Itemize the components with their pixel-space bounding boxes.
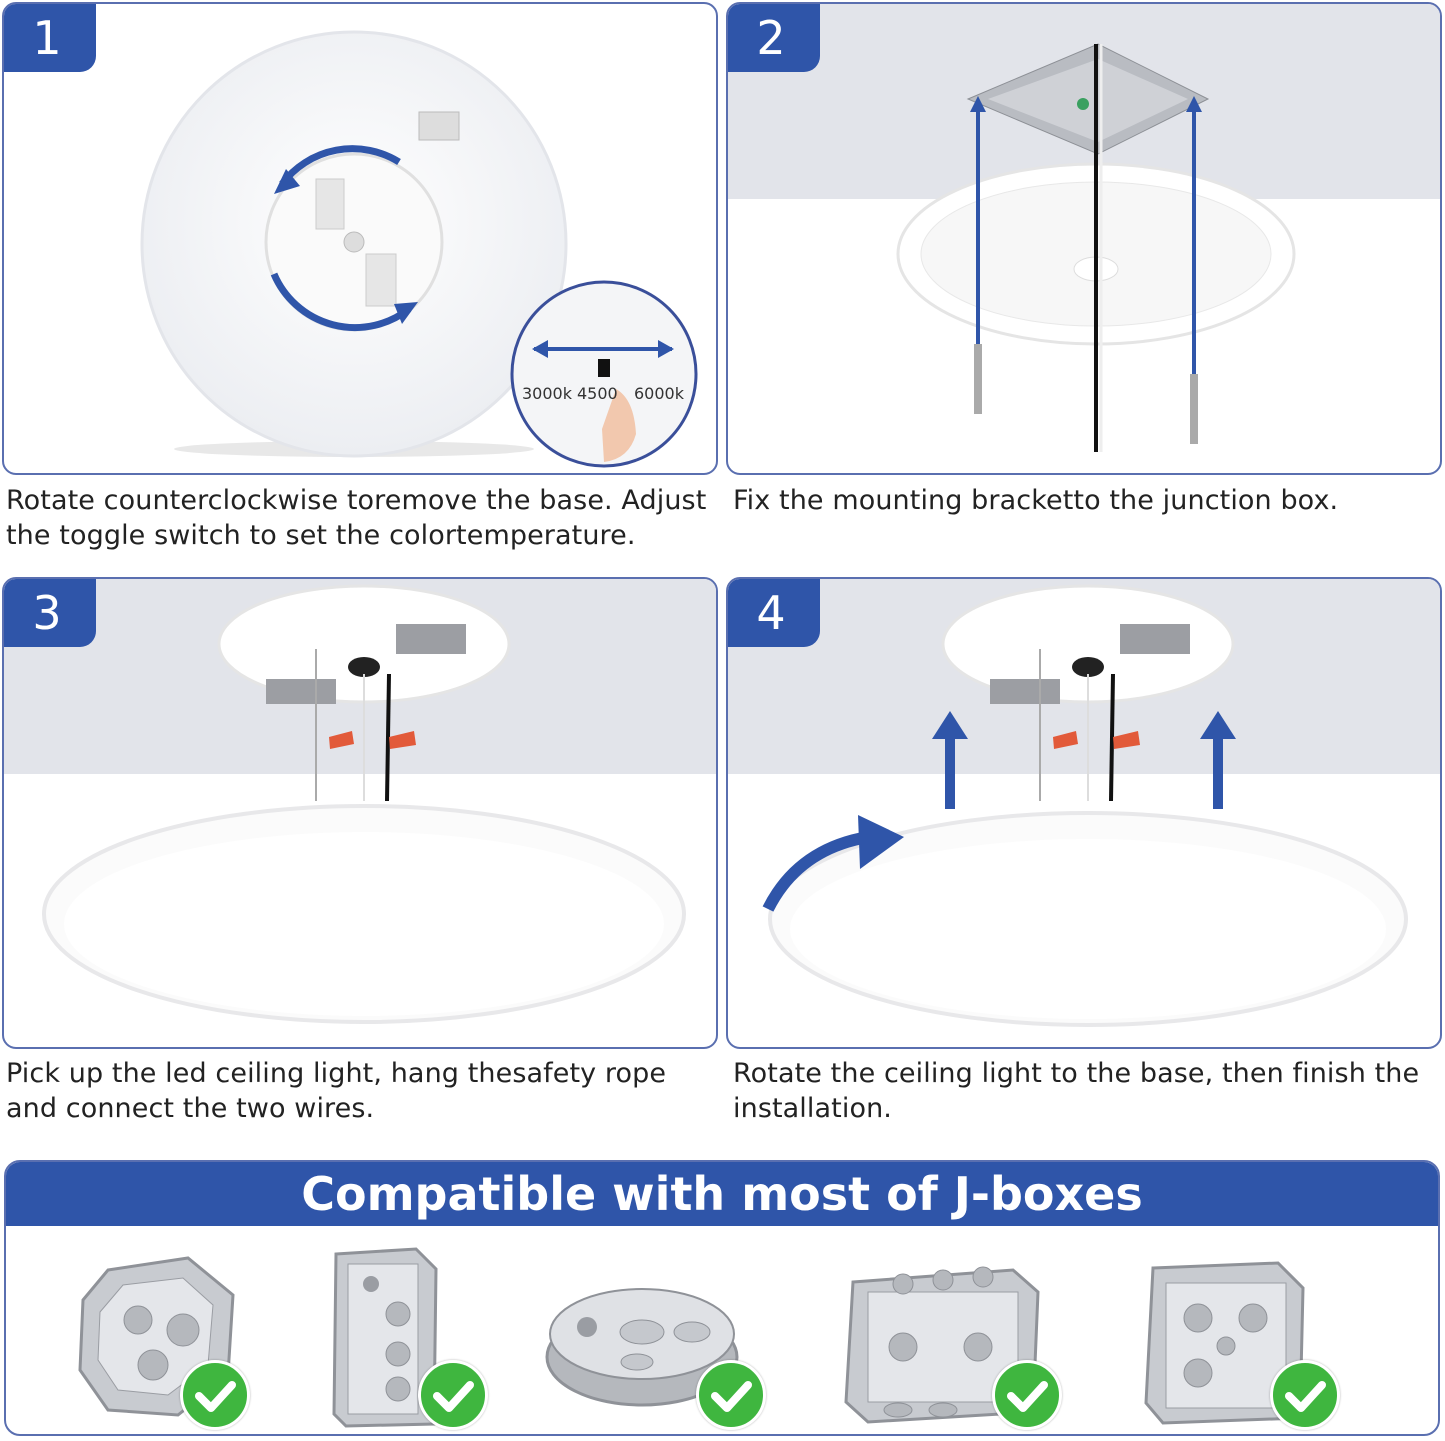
step-number-badge: 4 [728,579,820,647]
check-icon [418,1360,488,1430]
check-icon [696,1360,766,1430]
temp-3000k-label: 3000k [522,384,572,403]
check-icon [180,1360,250,1430]
step-2-illustration [728,4,1440,452]
step-4-illustration [728,579,1440,1027]
check-icon [992,1360,1062,1430]
single-gang-jbox-icon [332,1247,438,1428]
step-2-panel: 2 [726,2,1442,475]
double-gang-jbox-icon [844,1266,1040,1424]
check-icon [1270,1360,1340,1430]
jbox-compatibility-section: Compatible with most of J-boxes [4,1160,1440,1436]
step-4-panel: 4 [726,577,1442,1049]
banner-title: Compatible with most of J-boxes [6,1162,1438,1226]
temp-6000k-label: 6000k [634,384,684,403]
temp-4500k-label: 4500 [577,384,618,403]
step-number-badge: 1 [4,4,96,72]
step-number-badge: 3 [4,579,96,647]
step-1-caption: Rotate counterclockwise toremove the bas… [6,485,707,551]
step-3-caption: Pick up the led ceiling light, hang thes… [6,1058,667,1124]
square-jbox-icon [1144,1261,1305,1425]
step-1-panel: 1 3000k 4500 6000k [2,2,718,475]
step-number-badge: 2 [728,4,820,72]
step-3-illustration [4,579,716,1024]
step-2-caption: Fix the mounting bracketto the junction … [733,485,1339,516]
step-3-panel: 3 [2,577,718,1049]
step-1-illustration [140,30,698,468]
step-4-caption: Rotate the ceiling light to the base, th… [733,1058,1420,1124]
round-pancake-jbox-icon [545,1288,739,1407]
